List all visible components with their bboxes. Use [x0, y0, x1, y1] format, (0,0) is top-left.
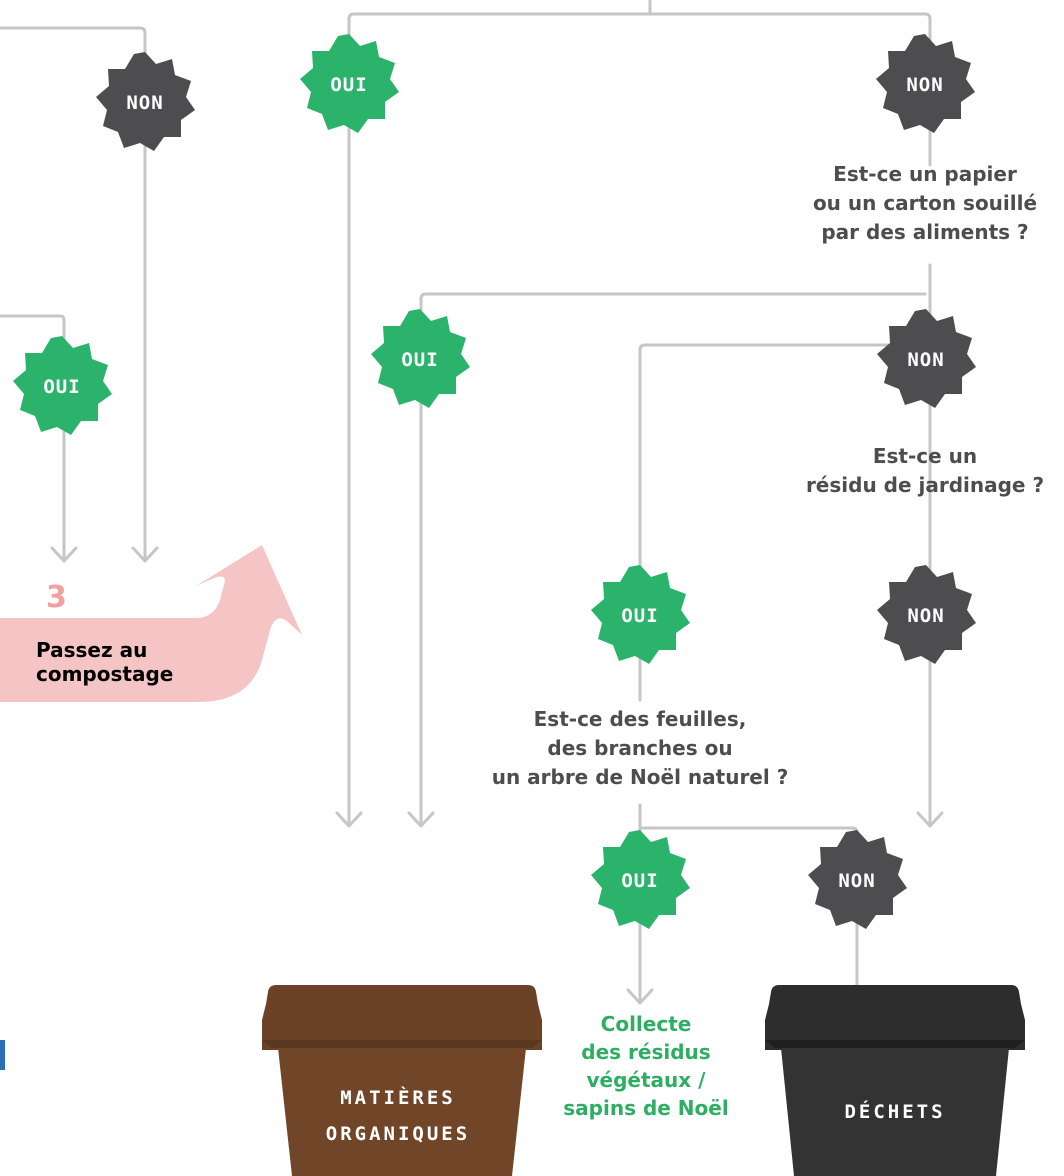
question-paper: Est-ce un papier ou un carton souillé pa…	[812, 162, 1038, 244]
connector-lines	[0, 0, 932, 1002]
svg-text:NON: NON	[907, 349, 944, 371]
bin-organic: MATIÈRES ORGANIQUES	[262, 985, 542, 1176]
compost-arrow	[0, 545, 302, 702]
badge-oui-left: OUI	[13, 336, 112, 435]
svg-text:NON: NON	[907, 605, 944, 627]
badge-non-top-right: NON	[876, 34, 975, 133]
step-number: 3	[46, 580, 67, 615]
badge-oui-mid: OUI	[371, 309, 470, 408]
badge-non-leaves: NON	[808, 830, 907, 929]
badge-non-mid: NON	[877, 309, 976, 408]
svg-text:OUI: OUI	[330, 74, 367, 96]
svg-text:OUI: OUI	[621, 870, 658, 892]
badge-non-top-left: NON	[96, 52, 195, 151]
svg-text:NON: NON	[126, 92, 163, 114]
question-leaves: Est-ce des feuilles, des branches ou un …	[491, 707, 789, 789]
bin-waste: DÉCHETS	[765, 985, 1025, 1176]
bin-waste-label: DÉCHETS	[844, 1100, 945, 1123]
edge-mark	[0, 1040, 5, 1070]
question-garden: Est-ce un résidu de jardinage ?	[805, 444, 1045, 497]
badge-non-garden: NON	[877, 565, 976, 664]
svg-text:NON: NON	[906, 74, 943, 96]
svg-text:OUI: OUI	[43, 376, 80, 398]
svg-text:OUI: OUI	[401, 349, 438, 371]
bin-organic-label-2: ORGANIQUES	[326, 1123, 470, 1145]
step-compost-text: Passez au compostage	[36, 638, 174, 686]
svg-text:NON: NON	[838, 870, 875, 892]
svg-text:OUI: OUI	[621, 605, 658, 627]
badge-oui-top: OUI	[300, 34, 399, 133]
bin-organic-label-1: MATIÈRES	[340, 1086, 456, 1109]
badge-oui-garden: OUI	[591, 565, 690, 664]
green-waste-collection-label: Collecte des résidus végétaux / sapins d…	[563, 1012, 729, 1120]
badge-oui-leaves: OUI	[591, 830, 690, 929]
